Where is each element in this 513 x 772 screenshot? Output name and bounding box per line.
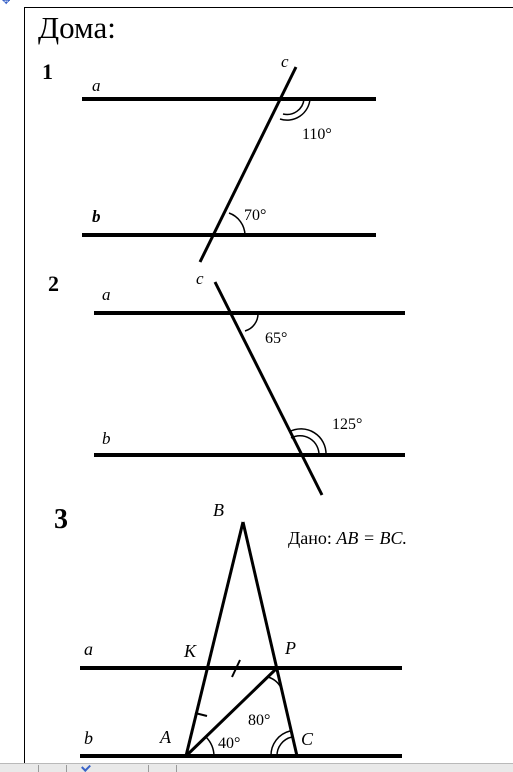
problem-2-number: 2 bbox=[48, 271, 59, 296]
point-B-label: B bbox=[213, 500, 224, 520]
segment-AP bbox=[184, 666, 279, 758]
label-b: b bbox=[102, 429, 111, 448]
angle-arc bbox=[244, 312, 259, 332]
angle-label-70: 70° bbox=[244, 207, 266, 224]
angle-arc bbox=[205, 736, 215, 757]
angle-arc bbox=[276, 736, 293, 757]
problem-1-number: 1 bbox=[42, 59, 53, 84]
label-a: a bbox=[84, 639, 93, 659]
status-bar bbox=[0, 762, 513, 772]
label-b: b bbox=[92, 207, 101, 226]
equal-tick-mark bbox=[194, 712, 208, 717]
status-divider bbox=[148, 765, 149, 772]
page-top-border bbox=[24, 7, 513, 8]
problem-3-figure: 3 B K P A C a b 80° 40° bbox=[54, 500, 407, 758]
label-b: b bbox=[84, 728, 93, 748]
angle-arc bbox=[288, 428, 327, 456]
point-K-label: K bbox=[183, 641, 197, 661]
checkmark-icon[interactable] bbox=[81, 762, 91, 772]
given-label: Дано: bbox=[288, 528, 336, 548]
angle-label-125: 125° bbox=[332, 416, 362, 433]
angle-label-65: 65° bbox=[265, 330, 287, 347]
side-BC bbox=[241, 521, 299, 757]
label-c: c bbox=[196, 269, 204, 288]
problem-3-number: 3 bbox=[54, 504, 68, 535]
point-P-label: P bbox=[284, 638, 296, 658]
status-divider bbox=[66, 765, 67, 772]
given-statement: Дано: AB = BC. bbox=[288, 528, 407, 548]
angle-arc bbox=[270, 730, 291, 757]
angle-label-80: 80° bbox=[248, 712, 270, 729]
status-divider bbox=[176, 765, 177, 772]
status-divider bbox=[38, 765, 39, 772]
equal-tick-mark bbox=[231, 659, 241, 678]
angle-arc bbox=[228, 212, 246, 236]
angle-arc bbox=[279, 98, 311, 121]
problem-1-figure: 1 a b c 110° 70° bbox=[42, 52, 376, 263]
angle-label-110: 110° bbox=[302, 126, 332, 143]
side-AB bbox=[184, 521, 245, 757]
angle-arc bbox=[282, 98, 305, 116]
angle-arc bbox=[290, 435, 320, 456]
transversal-c bbox=[198, 66, 298, 263]
given-expression: AB = BC. bbox=[335, 528, 407, 548]
point-A-label: A bbox=[159, 727, 172, 747]
page-title: Дома: bbox=[38, 10, 116, 45]
page-left-border bbox=[24, 8, 25, 768]
move-handle-icon[interactable]: ✥ bbox=[2, 0, 11, 7]
label-a: a bbox=[102, 285, 111, 304]
label-a: a bbox=[92, 76, 101, 95]
point-C-label: C bbox=[301, 729, 314, 749]
angle-arc bbox=[267, 676, 283, 691]
angle-label-40: 40° bbox=[218, 735, 240, 752]
label-c: c bbox=[281, 52, 289, 71]
problem-2-figure: 2 a b c 65° 125° bbox=[48, 269, 405, 496]
transversal-c bbox=[213, 281, 324, 496]
